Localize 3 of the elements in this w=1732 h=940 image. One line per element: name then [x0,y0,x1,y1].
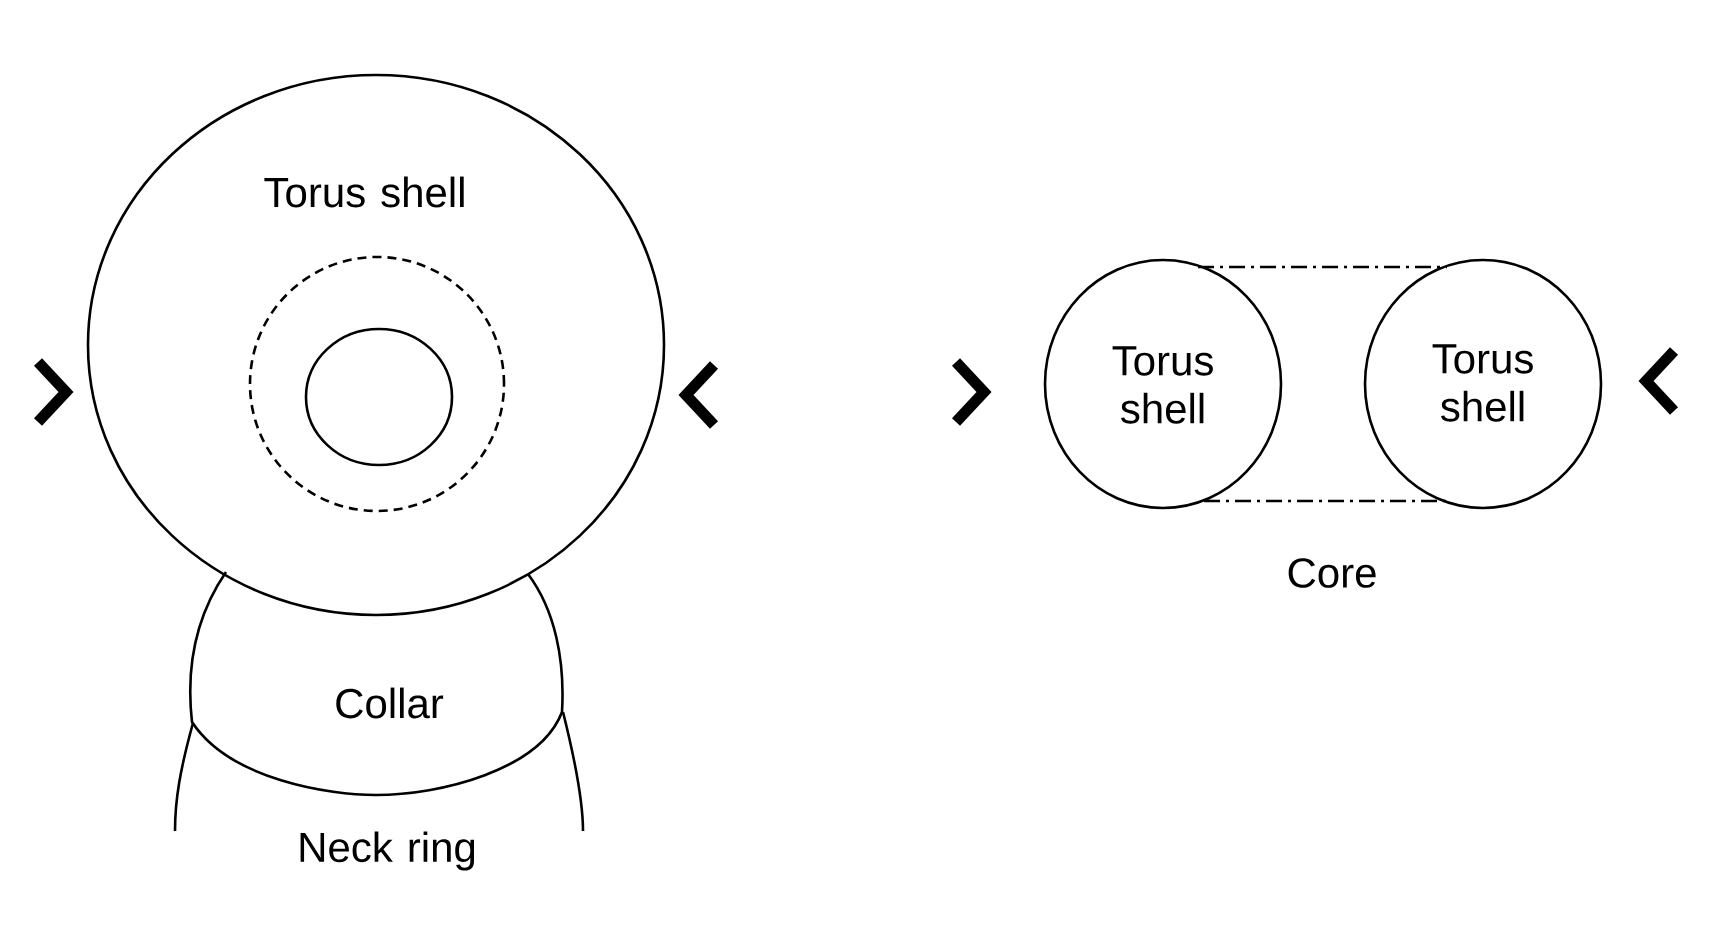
part-label: Core [1288,558,1376,588]
circle-outline [248,255,506,513]
circle-outline [304,327,454,467]
